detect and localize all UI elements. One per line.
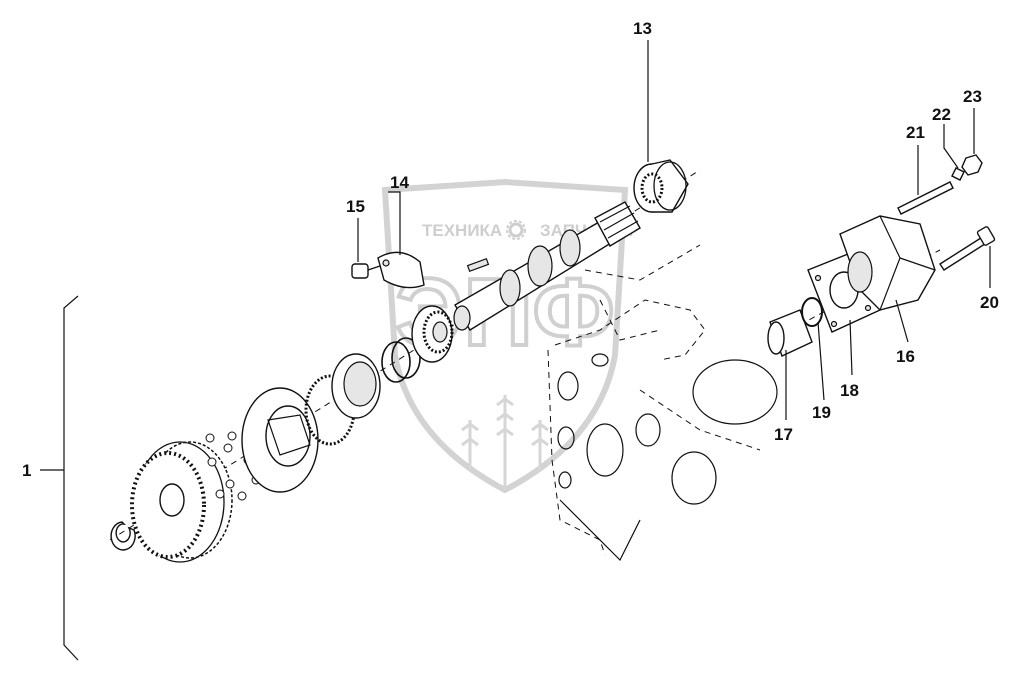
housing-port (557, 371, 579, 401)
snap-rings (381, 337, 421, 383)
engine-housing-outline (547, 244, 778, 562)
gear-icon (506, 220, 526, 240)
hex-nut (961, 154, 983, 176)
callout-16: 16 (896, 347, 915, 366)
housing-port (558, 471, 572, 489)
callout-21: 21 (906, 123, 925, 142)
coupling-sleeve (767, 309, 813, 357)
camshaft (453, 201, 641, 331)
callout-22: 22 (932, 105, 951, 124)
bolt-15 (351, 263, 381, 279)
rear-bearing (633, 159, 689, 213)
callout-1: 1 (22, 461, 31, 480)
callout-14: 14 (390, 173, 409, 192)
leader-lines (357, 40, 991, 420)
housing-port (586, 423, 624, 477)
gasket (807, 249, 881, 333)
callout-20: 20 (980, 293, 999, 312)
front-bearing (411, 305, 454, 363)
callout-17: 17 (774, 425, 793, 444)
thrust-plate (241, 387, 319, 493)
pump-housing (839, 215, 936, 311)
circlip (110, 521, 136, 551)
housing-port (671, 451, 717, 505)
watermark-text-left: ТЕХНИКА (422, 221, 502, 240)
stud-21 (897, 181, 954, 215)
retaining-plate (377, 251, 425, 289)
callout-13: 13 (633, 19, 652, 38)
assembly-bracket (40, 295, 79, 661)
o-ring (801, 297, 823, 327)
housing-port (635, 413, 661, 447)
callout-18: 18 (840, 381, 859, 400)
callout-19: 19 (812, 403, 831, 422)
housing-port (557, 426, 575, 450)
wheat-icon (461, 395, 549, 490)
callout-23: 23 (963, 87, 982, 106)
lock-washer (951, 167, 965, 181)
shaft-seal (331, 353, 381, 419)
callout-15: 15 (346, 197, 365, 216)
bolt-20 (939, 226, 996, 271)
housing-port (591, 353, 609, 367)
callout-labels: 1 13 14 15 16 17 18 19 20 21 22 23 (22, 19, 999, 480)
housing-port-large (692, 359, 778, 425)
timing-gear (130, 441, 233, 563)
woodruff-key (466, 257, 490, 273)
